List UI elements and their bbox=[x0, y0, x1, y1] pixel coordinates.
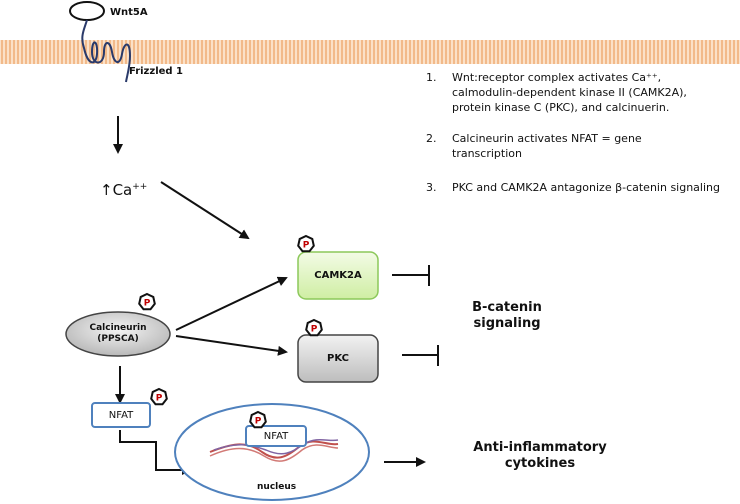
phospho-label: P bbox=[255, 417, 262, 427]
calcineurin-label: Calcineurin (PPSCA) bbox=[66, 312, 170, 356]
nfat-outer-phospho-icon: P bbox=[150, 387, 168, 406]
nfat-outer-node bbox=[91, 402, 151, 428]
frizzled-receptor-icon bbox=[81, 19, 132, 83]
beta-catenin-output: B-catenin signaling bbox=[452, 300, 562, 332]
phospho-label: P bbox=[303, 241, 310, 251]
pkc-label: PKC bbox=[327, 353, 349, 364]
beta-catenin-line1: B-catenin bbox=[472, 300, 542, 315]
phospho-label: P bbox=[156, 394, 163, 404]
dna-strand-icon bbox=[209, 438, 339, 462]
arrow-calcineurin-to-camk2a bbox=[175, 276, 288, 331]
calcium-up-arrow: ↑ bbox=[100, 181, 113, 199]
cytokines-line1: Anti-inflammatory bbox=[473, 440, 607, 455]
frizzled-label: Frizzled 1 bbox=[129, 66, 183, 77]
calcineurin-name: Calcineurin bbox=[89, 323, 147, 333]
phospho-label: P bbox=[144, 299, 151, 309]
pkc-node bbox=[297, 334, 379, 383]
calcium-charge: ++ bbox=[132, 182, 148, 192]
cytokines-line2: cytokines bbox=[504, 456, 576, 471]
calcium-text: Ca bbox=[112, 181, 133, 199]
note-number: 2. bbox=[426, 132, 437, 145]
camk2a-node bbox=[297, 251, 379, 300]
beta-catenin-line2: signaling bbox=[473, 316, 541, 331]
camk2a-phospho-icon: P bbox=[297, 234, 315, 253]
calcineurin-node bbox=[65, 311, 171, 357]
note-2: 2. Calcineurin activates NFAT = gene tra… bbox=[426, 131, 726, 161]
arrow-calcineurin-to-pkc bbox=[175, 335, 288, 356]
note-line: calmodulin-dependent kinase II (CAMK2A), bbox=[452, 86, 687, 99]
camk2a-label: CAMK2A bbox=[314, 270, 362, 281]
note-line: transcription bbox=[452, 147, 522, 160]
wnt5a-ligand-icon bbox=[69, 1, 105, 21]
nfat-outer-label: NFAT bbox=[108, 409, 134, 421]
nfat-nucleus-node bbox=[245, 425, 307, 447]
note-3: 3. PKC and CAMK2A antagonize β-catenin s… bbox=[426, 180, 726, 196]
cell-membrane bbox=[0, 40, 740, 64]
note-line: protein kinase C (PKC), and calcinuerin. bbox=[452, 101, 670, 114]
arrow-nfat-to-nucleus bbox=[119, 430, 192, 475]
wnt5a-label: Wnt5A bbox=[110, 7, 148, 18]
calcineurin-phospho-icon: P bbox=[138, 292, 156, 311]
cytokines-output: Anti-inflammatory cytokines bbox=[460, 440, 620, 472]
note-number: 3. bbox=[426, 181, 437, 194]
note-line: Calcineurin activates NFAT = gene bbox=[452, 132, 642, 145]
note-number: 1. bbox=[426, 71, 437, 84]
note-line: PKC and CAMK2A antagonize β-catenin sign… bbox=[452, 181, 720, 194]
nucleus-label: nucleus bbox=[257, 482, 297, 492]
calcium-label: ↑Ca++ bbox=[100, 181, 147, 199]
inhibit-camk2a-to-beta-catenin bbox=[392, 265, 430, 286]
arrow-calcium-to-camk2a bbox=[160, 181, 250, 240]
inhibit-pkc-to-beta-catenin bbox=[402, 345, 439, 366]
nfat-nucleus-label: NFAT bbox=[263, 430, 289, 442]
pkc-phospho-icon: P bbox=[305, 318, 323, 337]
phospho-label: P bbox=[311, 325, 318, 335]
calcineurin-alias: (PPSCA) bbox=[97, 334, 139, 344]
nfat-nucleus-phospho-icon: P bbox=[249, 410, 267, 429]
note-1: 1. Wnt:receptor complex activates Ca⁺⁺, … bbox=[426, 70, 726, 115]
note-line: Wnt:receptor complex activates Ca⁺⁺, bbox=[452, 71, 662, 84]
